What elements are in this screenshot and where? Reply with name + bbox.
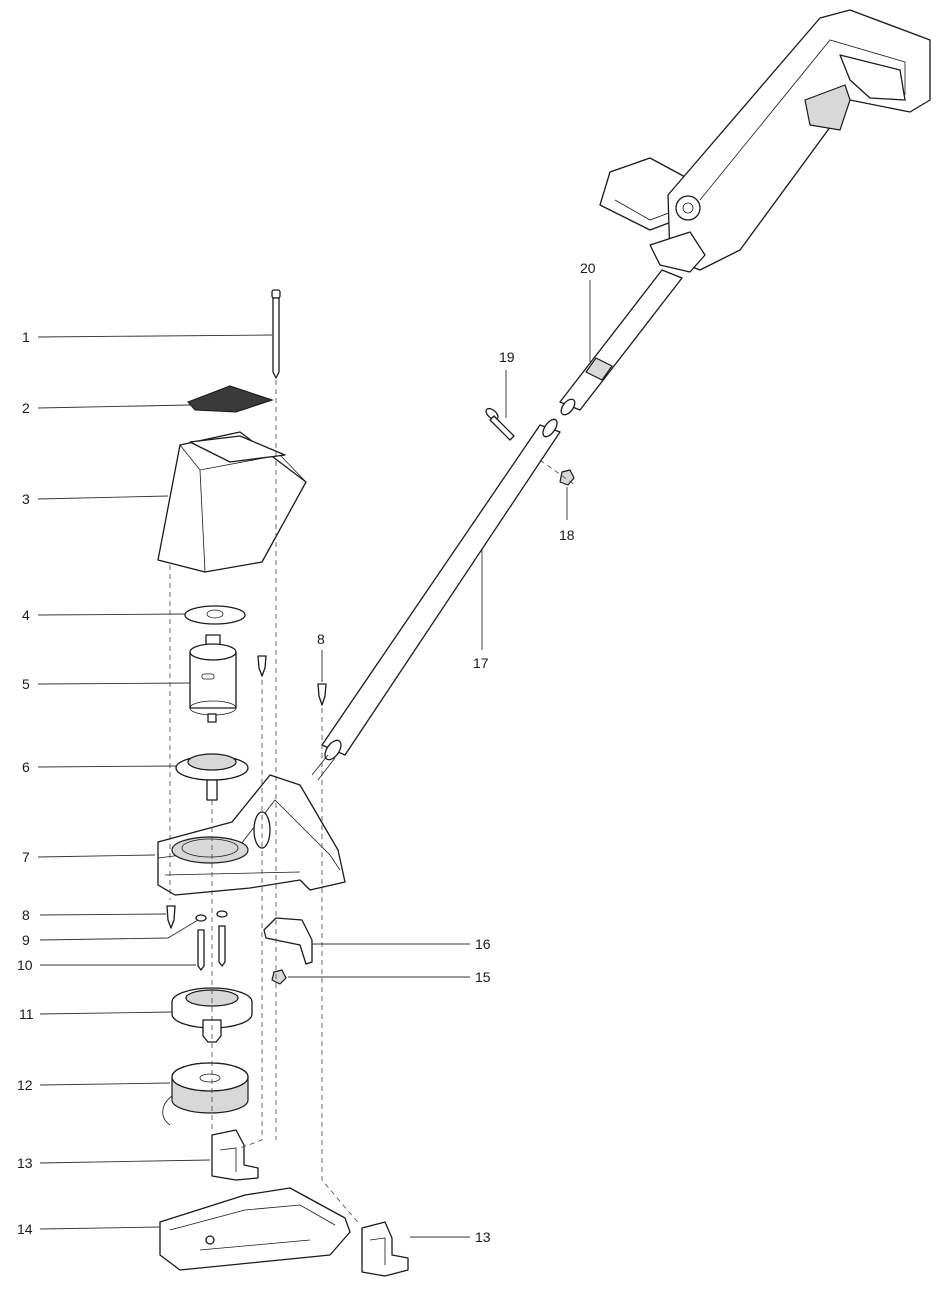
clip-13-left: [211, 1129, 259, 1181]
callout-14: 14: [17, 1221, 33, 1237]
screw-8-upper: [317, 683, 327, 706]
bolts-10: [197, 925, 226, 971]
deflector-16: [263, 917, 313, 965]
callout-17: 17: [473, 655, 489, 671]
callout-labels: 1 2 3 4 5 6 7 8 8 9 10 11 12 13 13 14 15…: [17, 260, 596, 1245]
callout-9: 9: [22, 932, 30, 948]
callout-10: 10: [17, 957, 33, 973]
callout-7: 7: [22, 849, 30, 865]
nut-15: [271, 969, 287, 985]
callout-12: 12: [17, 1077, 33, 1093]
bolt-1: [271, 289, 281, 379]
clip-13-right: [361, 1221, 409, 1277]
handle-assembly: [599, 9, 931, 273]
washers-9: [195, 910, 228, 922]
line-spool-12: [162, 1062, 249, 1126]
callout-2: 2: [22, 400, 30, 416]
callout-19: 19: [499, 349, 515, 365]
callout-4: 4: [22, 607, 30, 623]
upper-shaft-tube: [559, 269, 683, 416]
screw-19: [485, 407, 515, 441]
callout-6: 6: [22, 759, 30, 775]
callout-13-right: 13: [475, 1229, 491, 1245]
nut-18: [559, 469, 575, 486]
callout-8-lower: 8: [22, 907, 30, 923]
lower-shaft-tube: [311, 418, 576, 781]
motor-5: [189, 634, 237, 723]
callout-5: 5: [22, 676, 30, 692]
callout-8-upper: 8: [317, 631, 325, 647]
callout-3: 3: [22, 491, 30, 507]
motor-cover-3: [157, 431, 307, 573]
grille-2: [187, 385, 274, 413]
callout-16: 16: [475, 936, 491, 952]
screw-8-lower: [166, 905, 176, 929]
spool-hub-11: [171, 987, 253, 1043]
motor-plate-4: [184, 605, 246, 625]
callout-15: 15: [475, 969, 491, 985]
alignment-lines: [169, 380, 361, 1226]
screw-8-upper-left: [257, 655, 267, 677]
callout-20: 20: [580, 260, 596, 276]
motor-housing-7: [157, 774, 346, 896]
callout-11: 11: [19, 1006, 34, 1022]
guard-14: [159, 1187, 351, 1271]
motor-flange-6: [175, 753, 249, 801]
callout-13-left: 13: [17, 1155, 33, 1171]
leader-lines: [37, 280, 591, 1238]
callout-1: 1: [22, 329, 30, 345]
callout-18: 18: [559, 527, 575, 543]
